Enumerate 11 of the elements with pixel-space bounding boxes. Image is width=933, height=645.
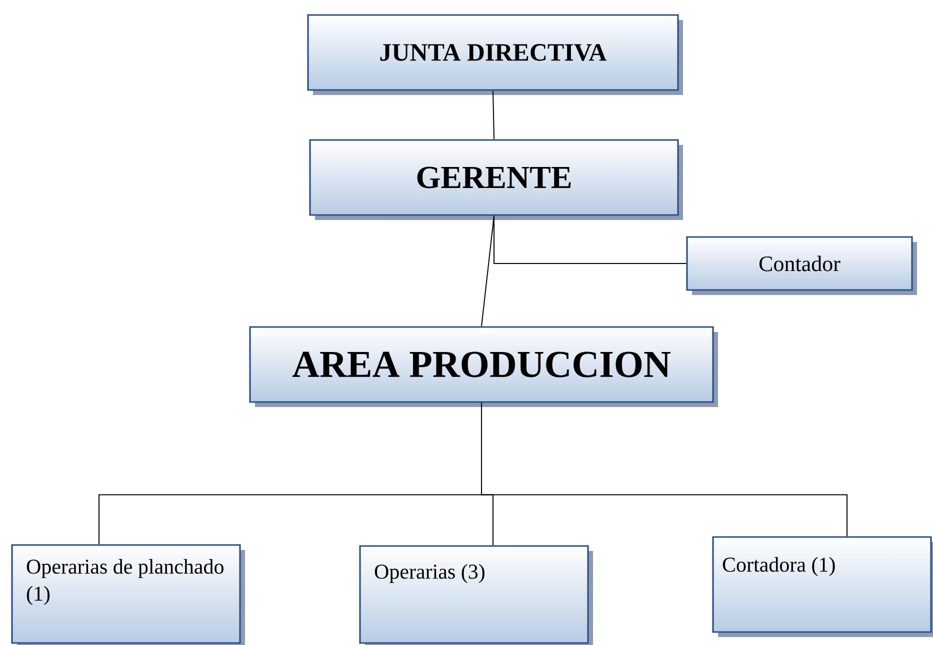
org-box: Cortadora (1) — [712, 536, 933, 637]
org-box: JUNTA DIRECTIVA — [307, 14, 683, 95]
org-box: AREA PRODUCCION — [249, 326, 718, 407]
org-box: Contador — [686, 236, 918, 295]
org-box: GERENTE — [309, 139, 683, 220]
connector-line — [481, 402, 848, 537]
connector-line — [494, 215, 687, 264]
org-box: Operarias de planchado (1) — [11, 544, 245, 645]
connector-line — [492, 90, 494, 140]
org-box: Operarias (3) — [359, 545, 593, 645]
connector-line — [481, 215, 494, 327]
